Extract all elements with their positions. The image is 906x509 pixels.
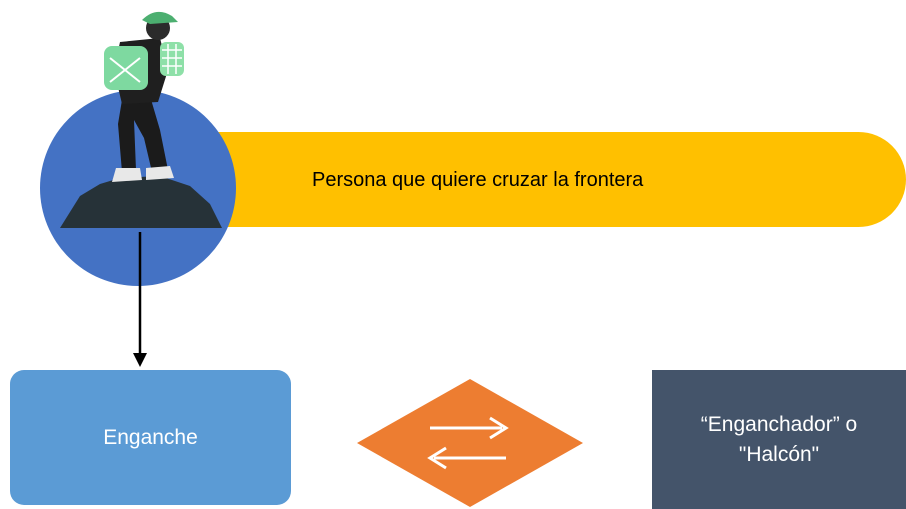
node-enganchador-label-line1: “Enganchador” o [700,412,858,436]
node-enganche: Enganche [10,370,291,505]
node-enganchador-label-line2: "Halcón" [738,442,820,466]
node-enganchador: “Enganchador” o "Halcón" [652,370,906,509]
actor-banner-label: Persona que quiere cruzar la frontera [312,169,644,191]
node-enganche-label: Enganche [103,425,198,449]
